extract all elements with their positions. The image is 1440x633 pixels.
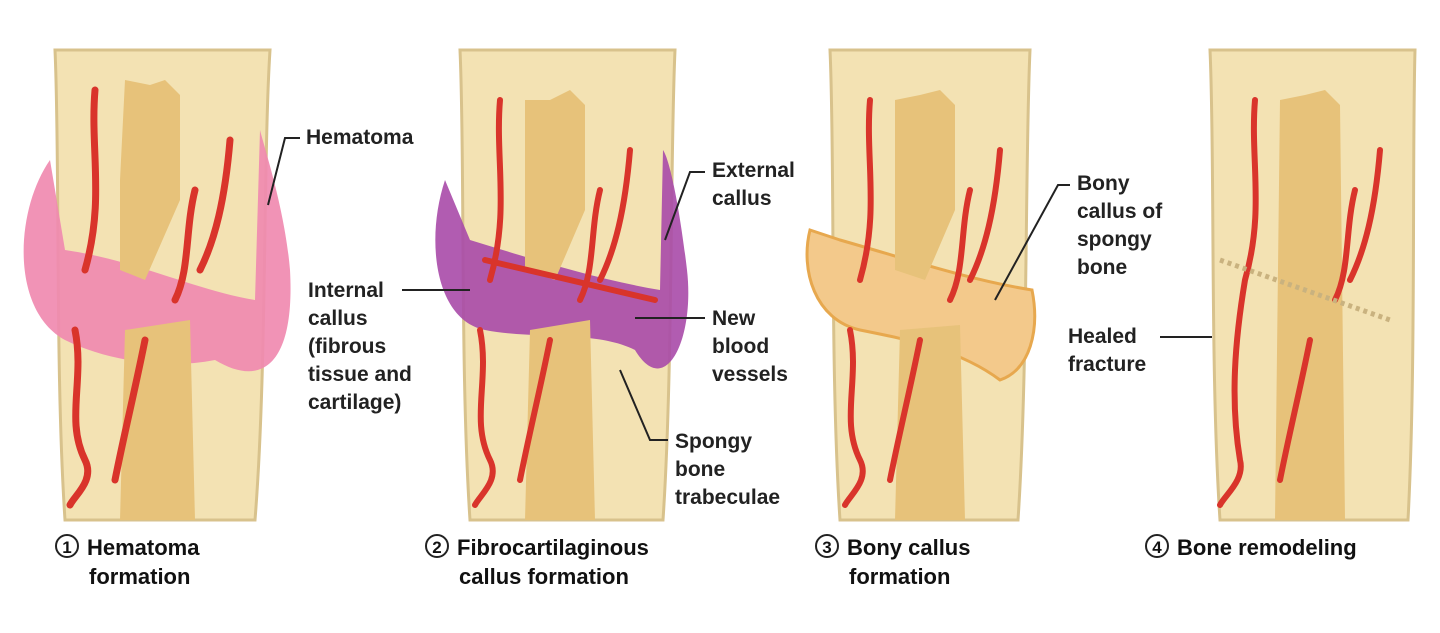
bone-remodeling-illustration — [1208, 48, 1417, 522]
label-hematoma: Hematoma — [306, 126, 414, 149]
fibrocartilaginous-illustration — [435, 48, 689, 522]
label-spongy-bone-trabeculae: Spongy bone trabeculae — [675, 430, 781, 509]
label-new-blood-vessels: New blood vessels — [712, 307, 788, 386]
stage-caption-4: 4 Bone remodeling — [1145, 533, 1357, 562]
stage-caption-3: 3 Bony callus formation — [815, 533, 970, 591]
stage-number-1: 1 — [55, 534, 79, 558]
bone-fragment-upper — [120, 80, 180, 280]
healed-fracture-line — [1219, 257, 1391, 323]
label-external-callus: External callus — [712, 159, 795, 210]
fibrocartilage-mass — [435, 150, 689, 369]
label-bony-callus: Bony callus of spongy bone — [1077, 172, 1163, 279]
panel-bony-callus — [800, 40, 1050, 530]
stage-number-2: 2 — [425, 534, 449, 558]
stage-caption-2: 2 Fibrocartilaginous callus formation — [425, 533, 649, 591]
hematoma-mass — [23, 130, 291, 372]
blood-vessel — [472, 97, 658, 508]
bone-fragment-lower — [895, 325, 965, 520]
panel-bone-remodeling — [1190, 40, 1435, 530]
stage-title-1: Hematoma — [87, 535, 200, 560]
label-healed-fracture: Healed fracture — [1068, 325, 1147, 376]
blood-vessel — [1217, 97, 1383, 508]
stage-subtitle-1: formation — [89, 564, 191, 589]
stage-number-3: 3 — [815, 534, 839, 558]
stage-title-2: Fibrocartilaginous — [457, 535, 649, 560]
stage-title-3: Bony callus — [847, 535, 971, 560]
stage-subtitle-2: callus formation — [459, 564, 629, 589]
hematoma-illustration — [23, 48, 291, 522]
blood-vessel — [66, 86, 234, 509]
stage-caption-1: 1 Hematoma formation — [55, 533, 199, 591]
stage-subtitle-3: formation — [849, 564, 951, 589]
stage-number-4: 4 — [1145, 534, 1169, 558]
panel-hematoma-formation — [15, 40, 300, 530]
panel-fibrocartilaginous-callus — [425, 40, 700, 530]
label-internal-callus: Internal callus (fibrous tissue and cart… — [308, 279, 412, 414]
bone-fragment-upper — [895, 90, 955, 280]
bony-callus-illustration — [805, 48, 1037, 522]
bone-fragment-upper — [525, 90, 585, 280]
blood-vessel — [842, 97, 1003, 508]
stage-title-4: Bone remodeling — [1177, 535, 1357, 560]
